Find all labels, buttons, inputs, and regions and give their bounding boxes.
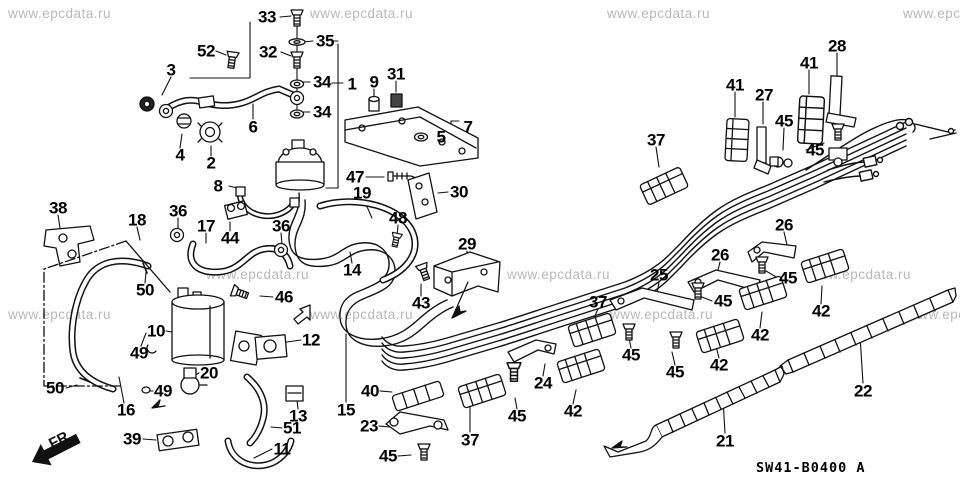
part-label-37[interactable]: 37 — [461, 430, 479, 450]
part-label-15[interactable]: 15 — [337, 400, 355, 420]
part-label-1[interactable]: 1 — [347, 74, 357, 94]
part-label-19[interactable]: 19 — [353, 183, 371, 203]
part-label-49[interactable]: 49 — [154, 381, 172, 401]
part-label-49[interactable]: 49 — [130, 343, 148, 363]
watermark-text: www.epcdata.ru — [610, 307, 714, 322]
mid-clips — [385, 241, 850, 461]
part-label-17[interactable]: 17 — [197, 216, 215, 236]
part-label-23[interactable]: 23 — [360, 416, 378, 436]
part-label-50[interactable]: 50 — [46, 378, 64, 398]
part-label-30[interactable]: 30 — [450, 182, 468, 202]
part-label-52[interactable]: 52 — [197, 41, 215, 61]
part-label-25[interactable]: 25 — [650, 265, 668, 285]
part-label-36[interactable]: 36 — [272, 216, 290, 236]
fuel-filter — [275, 139, 325, 191]
part-label-31[interactable]: 31 — [387, 64, 405, 84]
part-label-9[interactable]: 9 — [369, 72, 379, 92]
part-label-50[interactable]: 50 — [136, 280, 154, 300]
part-label-42[interactable]: 42 — [564, 401, 582, 421]
part-label-37[interactable]: 37 — [589, 292, 607, 312]
part-label-36[interactable]: 36 — [169, 201, 187, 221]
part-label-26[interactable]: 26 — [711, 245, 729, 265]
part-label-48[interactable]: 48 — [389, 208, 407, 228]
part-label-10[interactable]: 10 — [147, 321, 165, 341]
rail-21 — [603, 365, 785, 458]
part-label-8[interactable]: 8 — [213, 176, 223, 196]
part-label-20[interactable]: 20 — [200, 363, 218, 383]
front-direction-arrow: FR. — [32, 426, 81, 466]
part-label-34[interactable]: 34 — [313, 72, 331, 92]
part-label-3[interactable]: 3 — [166, 60, 176, 80]
part-label-18[interactable]: 18 — [128, 210, 146, 230]
hose-fittings — [139, 95, 223, 143]
watermark-text: www.epcdata.ru — [8, 307, 112, 322]
part-label-6[interactable]: 6 — [248, 117, 258, 137]
part-label-5[interactable]: 5 — [436, 127, 446, 147]
part-label-45[interactable]: 45 — [666, 362, 684, 382]
part-label-16[interactable]: 16 — [117, 400, 135, 420]
part-label-24[interactable]: 24 — [534, 373, 552, 393]
watermark-text: www.epcdata.ru — [310, 307, 414, 322]
part-label-42[interactable]: 42 — [812, 301, 830, 321]
part-label-12[interactable]: 12 — [302, 330, 320, 350]
canister-group — [141, 283, 311, 452]
part-label-45[interactable]: 45 — [714, 291, 732, 311]
part-label-26[interactable]: 26 — [775, 215, 793, 235]
watermark-text: www.epcdata.ru — [607, 6, 711, 21]
part-label-40[interactable]: 40 — [361, 381, 379, 401]
watermark-text: www.epcdata.ru — [8, 6, 112, 21]
part-label-11[interactable]: 11 — [273, 439, 291, 459]
part-label-32[interactable]: 32 — [259, 42, 277, 62]
part-label-47[interactable]: 47 — [346, 167, 364, 187]
upper-right-clips — [638, 75, 857, 206]
part-label-34[interactable]: 34 — [313, 102, 331, 122]
hoses — [68, 85, 419, 470]
part-label-45[interactable]: 45 — [622, 345, 640, 365]
part-label-21[interactable]: 21 — [716, 431, 734, 451]
part-label-14[interactable]: 14 — [343, 260, 361, 280]
watermark-text: www.epcdata.ru — [507, 267, 611, 282]
part-label-38[interactable]: 38 — [49, 198, 67, 218]
part-label-37[interactable]: 37 — [647, 130, 665, 150]
bracket-plate — [344, 93, 479, 249]
part-label-42[interactable]: 42 — [710, 355, 728, 375]
part-label-4[interactable]: 4 — [175, 145, 185, 165]
part-label-43[interactable]: 43 — [412, 293, 430, 313]
part-label-41[interactable]: 41 — [800, 53, 818, 73]
part-label-7[interactable]: 7 — [463, 117, 473, 137]
part-label-45[interactable]: 45 — [806, 140, 824, 160]
part-label-45[interactable]: 45 — [379, 446, 397, 466]
part-label-22[interactable]: 22 — [854, 381, 872, 401]
left-parts — [43, 200, 289, 387]
leader-lines — [57, 15, 864, 459]
part-label-35[interactable]: 35 — [316, 31, 334, 51]
part-label-28[interactable]: 28 — [828, 36, 846, 56]
part-label-45[interactable]: 45 — [775, 111, 793, 131]
part-label-51[interactable]: 51 — [283, 418, 301, 438]
part-label-44[interactable]: 44 — [221, 228, 239, 248]
part-label-29[interactable]: 29 — [458, 234, 476, 254]
part-label-27[interactable]: 27 — [755, 85, 773, 105]
diagram-code: SW41-B0400 A — [756, 460, 866, 476]
part-label-41[interactable]: 41 — [726, 75, 744, 95]
part-label-2[interactable]: 2 — [206, 153, 216, 173]
part-label-45[interactable]: 45 — [508, 406, 526, 426]
rail-22 — [779, 287, 957, 375]
part-label-45[interactable]: 45 — [779, 268, 797, 288]
filter-strap — [235, 186, 300, 220]
watermark-text: www.epcdata.ru — [310, 6, 414, 21]
part-label-33[interactable]: 33 — [258, 7, 276, 27]
watermark-text: www.epcdata.ru — [903, 6, 960, 21]
part-label-13[interactable]: 13 — [289, 406, 307, 426]
part-label-42[interactable]: 42 — [751, 325, 769, 345]
part-label-46[interactable]: 46 — [275, 287, 293, 307]
part-label-39[interactable]: 39 — [123, 429, 141, 449]
